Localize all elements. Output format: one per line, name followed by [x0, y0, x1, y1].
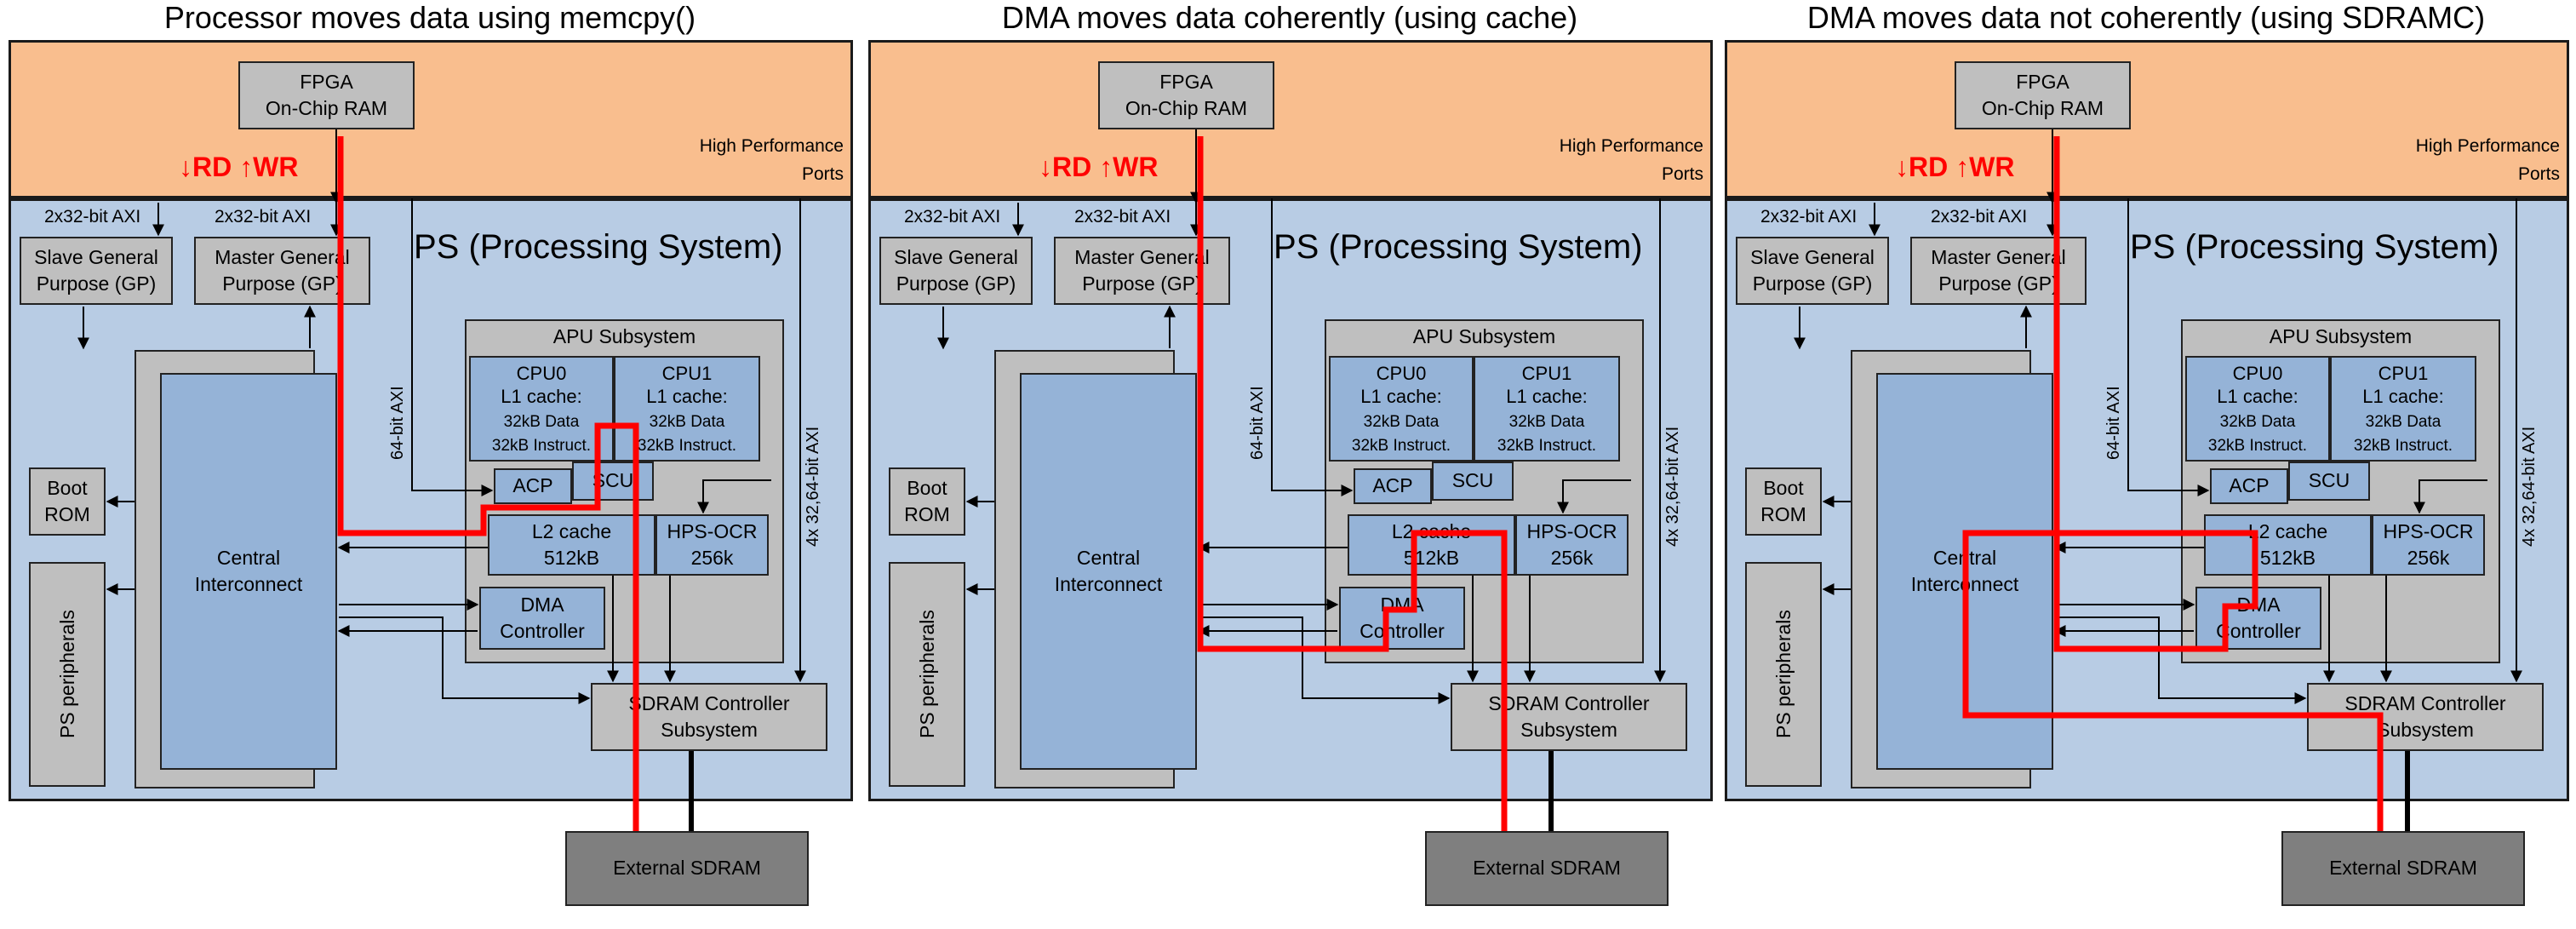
apu-subsystem-label: APU Subsystem: [2269, 325, 2413, 347]
axi-slave-label: 2x32-bit AXI: [1760, 207, 1858, 227]
acp-port: ACP: [1354, 468, 1432, 504]
external-sdram: External SDRAM: [565, 831, 809, 906]
rd-arrow-icon: ↓: [1895, 152, 1909, 182]
scu: SCU: [572, 462, 654, 501]
axi-master-label: 2x32-bit AXI: [1074, 207, 1171, 227]
acp-port: ACP: [494, 468, 572, 504]
acp-port: ACP: [2210, 468, 2288, 504]
rd-arrow-icon: ↓: [1039, 152, 1052, 182]
ps-title: PS (Processing System): [1274, 228, 1643, 266]
axi64-label: 64-bit AXI: [388, 386, 407, 460]
panel-title: DMA moves data not coherently (using SDR…: [1806, 0, 2486, 35]
apu-subsystem-label: APU Subsystem: [1412, 325, 1556, 347]
axi-master-label: 2x32-bit AXI: [1931, 207, 2028, 227]
axi-slave-label: 2x32-bit AXI: [904, 207, 1001, 227]
rd-wr-legend: ↓RD ↑WR: [179, 152, 299, 182]
scu: SCU: [1432, 462, 1514, 501]
rd-wr-legend: ↓RD ↑WR: [1895, 152, 2015, 182]
ps-peripherals: PS peripherals: [889, 562, 965, 787]
wr-arrow-icon: ↑: [1099, 152, 1113, 182]
axi-hp-label: 4x 32,64-bit AXI: [1663, 426, 1682, 547]
axi-hp-label: 4x 32,64-bit AXI: [2520, 426, 2539, 547]
axi-master-label: 2x32-bit AXI: [215, 207, 312, 227]
external-sdram: External SDRAM: [2281, 831, 2525, 906]
wr-arrow-icon: ↑: [1955, 152, 1970, 182]
ps-title: PS (Processing System): [414, 228, 783, 266]
ps-peripherals: PS peripherals: [29, 562, 106, 787]
scu: SCU: [2288, 462, 2370, 501]
axi-slave-label: 2x32-bit AXI: [44, 207, 141, 227]
wr-arrow-icon: ↑: [239, 152, 254, 182]
axi64-label: 64-bit AXI: [1248, 386, 1267, 460]
axi-hp-label: 4x 32,64-bit AXI: [804, 426, 822, 547]
external-sdram: External SDRAM: [1425, 831, 1669, 906]
panel-1: Processor moves data using memcpy() FPGA…: [0, 0, 860, 929]
ps-peripherals: PS peripherals: [1745, 562, 1822, 787]
rd-wr-legend: ↓RD ↑WR: [1039, 152, 1159, 182]
ps-title: PS (Processing System): [2130, 228, 2499, 266]
apu-subsystem-label: APU Subsystem: [552, 325, 696, 347]
panel-2: DMA moves data coherently (using cache) …: [860, 0, 1720, 929]
panel-title: DMA moves data coherently (using cache): [1001, 0, 1578, 35]
rd-arrow-icon: ↓: [179, 152, 192, 182]
axi64-label: 64-bit AXI: [2104, 386, 2123, 460]
panel-3: DMA moves data not coherently (using SDR…: [1716, 0, 2576, 929]
panel-title: Processor moves data using memcpy(): [163, 0, 696, 35]
